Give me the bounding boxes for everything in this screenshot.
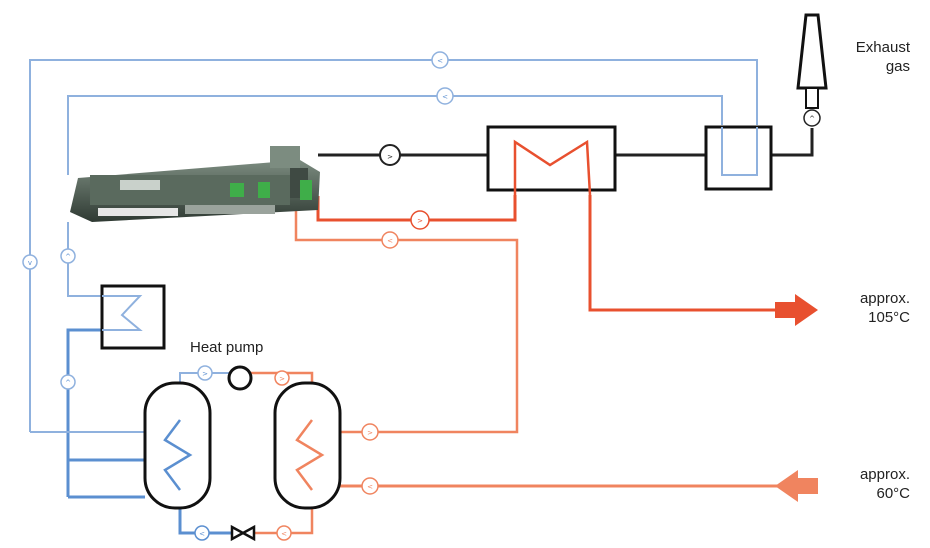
svg-text:>: > bbox=[417, 217, 423, 225]
compressor-icon bbox=[227, 365, 253, 391]
pump-icon: v bbox=[22, 254, 38, 270]
return-water-input-label: approx. 60°C bbox=[836, 465, 910, 503]
svg-text:>: > bbox=[387, 153, 393, 161]
svg-text:^: ^ bbox=[809, 115, 815, 123]
pump-icon: > bbox=[410, 210, 430, 230]
flue-heat-exchanger-icon bbox=[704, 125, 773, 191]
pump-icon: < bbox=[436, 87, 454, 105]
hot-water-output-label: approx. 105°C bbox=[836, 289, 910, 327]
exhaust-heat-exchanger-icon bbox=[486, 125, 617, 196]
svg-text:>: > bbox=[202, 370, 208, 378]
heat-pump-label: Heat pump bbox=[190, 339, 264, 356]
pump-icon: ^ bbox=[803, 109, 821, 127]
arrow-in-icon bbox=[775, 470, 818, 502]
pump-icon: > bbox=[361, 423, 379, 441]
water-heat-exchanger-icon bbox=[100, 284, 166, 350]
evaporator-tank-icon bbox=[143, 381, 212, 510]
pump-icon: < bbox=[361, 477, 379, 495]
exhaust-label-line1: Exhaust bbox=[855, 39, 910, 56]
pump-icon: > bbox=[379, 144, 401, 166]
chimney-icon bbox=[796, 13, 828, 109]
pump-icon: > bbox=[197, 365, 213, 381]
pump-icon: < bbox=[276, 525, 292, 541]
exhaust-line bbox=[318, 128, 814, 157]
hot-label-line1: approx. bbox=[859, 290, 910, 307]
return-label-line2: 60°C bbox=[876, 485, 910, 502]
condenser-tank-icon bbox=[273, 381, 342, 510]
svg-text:>: > bbox=[367, 429, 373, 437]
svg-text:<: < bbox=[387, 237, 393, 245]
arrow-out-icon bbox=[775, 294, 818, 326]
pump-icon: < bbox=[431, 51, 449, 69]
svg-text:v: v bbox=[28, 259, 32, 267]
svg-text:<: < bbox=[437, 57, 443, 65]
exhaust-label-line2: gas bbox=[885, 58, 910, 75]
svg-text:<: < bbox=[281, 530, 287, 538]
valve-icon bbox=[230, 524, 256, 542]
svg-text:^: ^ bbox=[65, 379, 71, 387]
svg-text:>: > bbox=[279, 375, 285, 383]
hot-label-line2: 105°C bbox=[868, 309, 910, 326]
pump-icon: > bbox=[274, 370, 290, 386]
exhaust-gas-label: Exhaust gas bbox=[836, 38, 910, 76]
pump-icon: < bbox=[194, 525, 210, 541]
pump-icon: ^ bbox=[60, 248, 76, 264]
engine-icon bbox=[70, 146, 320, 222]
svg-text:<: < bbox=[442, 93, 448, 101]
svg-text:^: ^ bbox=[65, 253, 71, 261]
return-label-line1: approx. bbox=[859, 466, 910, 483]
svg-text:<: < bbox=[367, 483, 373, 491]
pump-icon: < bbox=[381, 231, 399, 249]
hot-water-lines bbox=[240, 195, 790, 535]
pump-icon: ^ bbox=[60, 374, 76, 390]
pumps: < < > > < ^ ^ v bbox=[22, 51, 821, 541]
svg-text:<: < bbox=[199, 530, 205, 538]
cold-water-lines bbox=[29, 59, 758, 535]
